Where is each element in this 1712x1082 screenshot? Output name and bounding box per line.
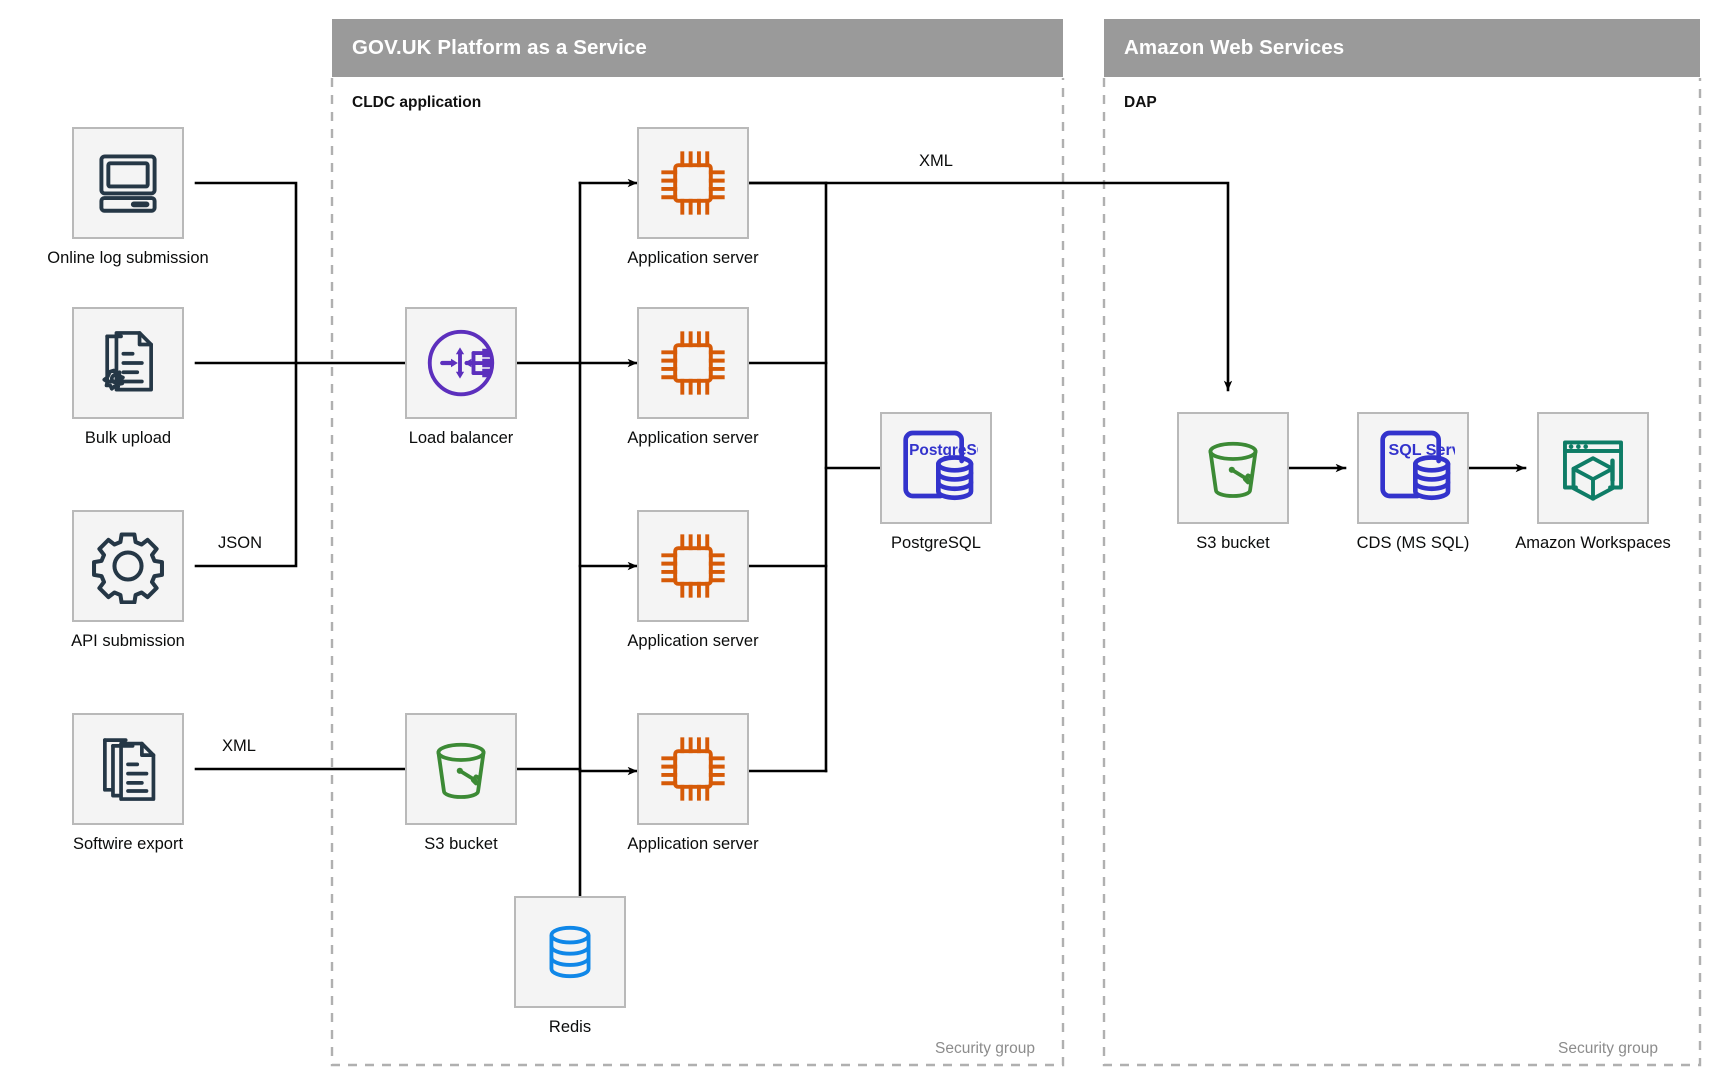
node-app-server-3[interactable]: Application server: [627, 510, 759, 650]
zone-title-paas: GOV.UK Platform as a Service: [352, 36, 647, 59]
node-box: [1177, 412, 1289, 524]
node-app-server-1[interactable]: Application server: [627, 127, 759, 267]
node-redis[interactable]: Redis: [514, 896, 626, 1036]
node-box: [637, 127, 749, 239]
edge-online-log-to-lb: [194, 181, 298, 365]
node-label: Bulk upload: [84, 429, 172, 447]
bucket-icon: [1208, 441, 1258, 498]
node-label: CDS (MS SQL): [1356, 534, 1470, 552]
xml-export-label: XML: [919, 152, 953, 170]
cpu-chip-icon: [661, 534, 725, 598]
node-label: Application server: [627, 249, 759, 267]
node-box: [637, 510, 749, 622]
node-softwire-export[interactable]: Softwire export: [72, 713, 184, 853]
node-box: SQL Server: [1357, 412, 1469, 524]
database-cylinder-icon: [549, 925, 591, 979]
cpu-chip-icon: [661, 737, 725, 801]
zone-header-aws: Amazon Web Services: [1104, 19, 1700, 77]
zone-title-aws: Amazon Web Services: [1124, 36, 1345, 59]
node-label: Application server: [627, 835, 759, 853]
zone-header-paas: GOV.UK Platform as a Service: [332, 19, 1063, 77]
node-box: [72, 713, 184, 825]
node-label: Amazon Workspaces: [1515, 534, 1671, 552]
node-box: [637, 713, 749, 825]
node-app-server-4[interactable]: Application server: [627, 713, 759, 853]
node-box: [72, 127, 184, 239]
security-group-label-aws: Security group: [1558, 1040, 1658, 1057]
edge-xml-to-aws-s3: [748, 181, 1233, 392]
node-label: Application server: [627, 632, 759, 650]
security-group-aws: [1102, 78, 1702, 1067]
node-label: API submission: [71, 632, 185, 650]
node-load-balancer[interactable]: Load balancer: [405, 307, 517, 447]
node-online-log-submission[interactable]: Online log submission: [47, 127, 209, 267]
load-balancer-icon: [427, 329, 495, 397]
node-app-server-2[interactable]: Application server: [627, 307, 759, 447]
security-group-label-paas: Security group: [935, 1040, 1035, 1057]
json-label: JSON: [218, 534, 263, 552]
security-group-paas: [330, 78, 1065, 1067]
cpu-chip-icon: [661, 151, 725, 215]
node-paas-s3-bucket[interactable]: S3 bucket: [405, 713, 517, 853]
zone-subtitle-cldc: CLDC application: [352, 94, 482, 111]
node-label: Load balancer: [408, 429, 514, 447]
document-gear-icon: [102, 331, 153, 392]
node-label: S3 bucket: [1196, 534, 1270, 552]
node-aws-s3-bucket[interactable]: S3 bucket: [1177, 412, 1289, 552]
postgresql-icon: PostgreSQL: [903, 430, 978, 501]
node-box: [72, 307, 184, 419]
node-label: PostgreSQL: [891, 534, 981, 552]
node-box: [72, 510, 184, 622]
node-label: Online log submission: [47, 249, 209, 267]
xml-source-label: XML: [222, 737, 256, 755]
node-label: Application server: [627, 429, 759, 447]
node-amazon-workspaces[interactable]: Amazon Workspaces: [1515, 412, 1671, 552]
node-label: Redis: [548, 1018, 592, 1036]
workspaces-cube-icon: [1563, 440, 1623, 501]
node-api-submission[interactable]: API submission: [71, 510, 185, 650]
edge-api-to-lb: [194, 361, 298, 568]
node-label: Softwire export: [72, 835, 184, 853]
cpu-chip-icon: [661, 331, 725, 395]
node-box: [514, 896, 626, 1008]
node-label: S3 bucket: [424, 835, 498, 853]
node-postgresql[interactable]: PostgreSQL PostgreSQL: [880, 412, 992, 552]
sql-server-icon-text: SQL Server: [1389, 441, 1456, 459]
node-box: [1537, 412, 1649, 524]
sql-server-icon: SQL Server: [1380, 430, 1456, 501]
gear-icon: [92, 532, 164, 604]
node-box: [405, 307, 517, 419]
node-cds-ms-sql[interactable]: SQL Server CDS (MS SQL): [1357, 412, 1469, 552]
desktop-computer-icon: [99, 154, 157, 213]
node-box: [405, 713, 517, 825]
postgresql-icon-text: PostgreSQL: [909, 442, 978, 459]
node-box: PostgreSQL: [880, 412, 992, 524]
documents-stack-icon: [103, 738, 156, 801]
bucket-icon: [436, 742, 486, 799]
zone-subtitle-dap: DAP: [1124, 94, 1157, 111]
node-box: [637, 307, 749, 419]
node-bulk-upload[interactable]: Bulk upload: [72, 307, 184, 447]
